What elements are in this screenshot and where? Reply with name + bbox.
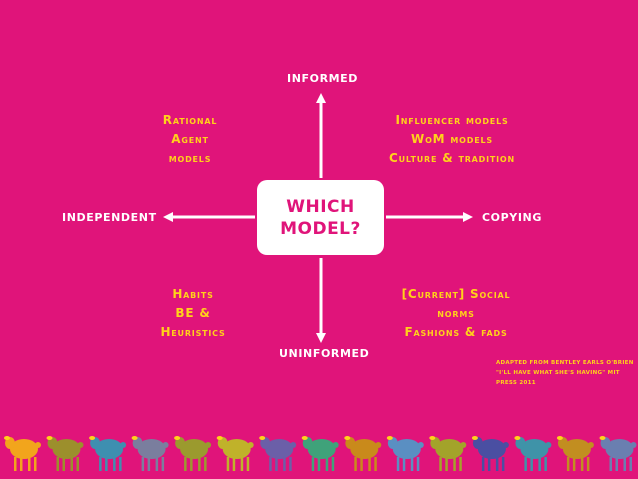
sheep-icon [599, 436, 637, 471]
sheep-icon [46, 436, 84, 471]
quadrant-line: Fashions & fads [404, 325, 508, 339]
quadrant-line: Habits [172, 287, 214, 301]
quadrant-line: norms [437, 306, 475, 320]
axis-label-uninformed: uninformed [279, 347, 370, 360]
credit-line: Adapted from Bentley Earls O'Brien [496, 360, 634, 366]
center-question-box: Which model? [257, 180, 384, 255]
quadrant-line: WoM models [411, 132, 493, 146]
sheep-icon [471, 436, 509, 471]
sheep-row [4, 436, 637, 471]
quadrant-line: [Current] Social [401, 287, 511, 301]
sheep-icon [429, 436, 467, 471]
quadrant-bottom-right: [Current] Social norms Fashions & fads [376, 285, 536, 342]
credit-line: Press 2011 [496, 380, 536, 386]
quadrant-line: BE & [175, 306, 211, 320]
quadrant-top-left: Rational Agent models [140, 111, 240, 168]
center-line-2: model? [280, 218, 361, 239]
credit-line: "I'll have what she's having" MIT [496, 370, 620, 376]
sheep-icon [514, 436, 552, 471]
quadrant-line: Agent [171, 132, 209, 146]
sheep-icon [174, 436, 212, 471]
sheep-icon [216, 436, 254, 471]
axis-label-copying: copying [482, 211, 542, 224]
sheep-icon [4, 436, 41, 471]
sheep-icon [386, 436, 424, 471]
source-credit: Adapted from Bentley Earls O'Brien "I'll… [496, 358, 634, 388]
quadrant-top-right: Influencer models WoM models Culture & t… [362, 111, 542, 168]
center-line-1: Which [286, 196, 355, 217]
quadrant-line: Heuristics [160, 325, 226, 339]
axis-label-informed: informed [287, 72, 359, 85]
quadrant-line: Influencer models [395, 113, 509, 127]
quadrant-line: models [168, 151, 212, 165]
sheep-icon [301, 436, 339, 471]
sheep-icon [344, 436, 382, 471]
quadrant-bottom-left: Habits BE & Heuristics [138, 285, 248, 342]
axis-label-independent: independent [62, 211, 157, 224]
sheep-icon [259, 436, 297, 471]
sheep-icon [131, 436, 169, 471]
quadrant-line: Rational [162, 113, 218, 127]
sheep-icon [89, 436, 127, 471]
quadrant-line: Culture & tradition [388, 151, 516, 165]
sheep-icon [556, 436, 594, 471]
